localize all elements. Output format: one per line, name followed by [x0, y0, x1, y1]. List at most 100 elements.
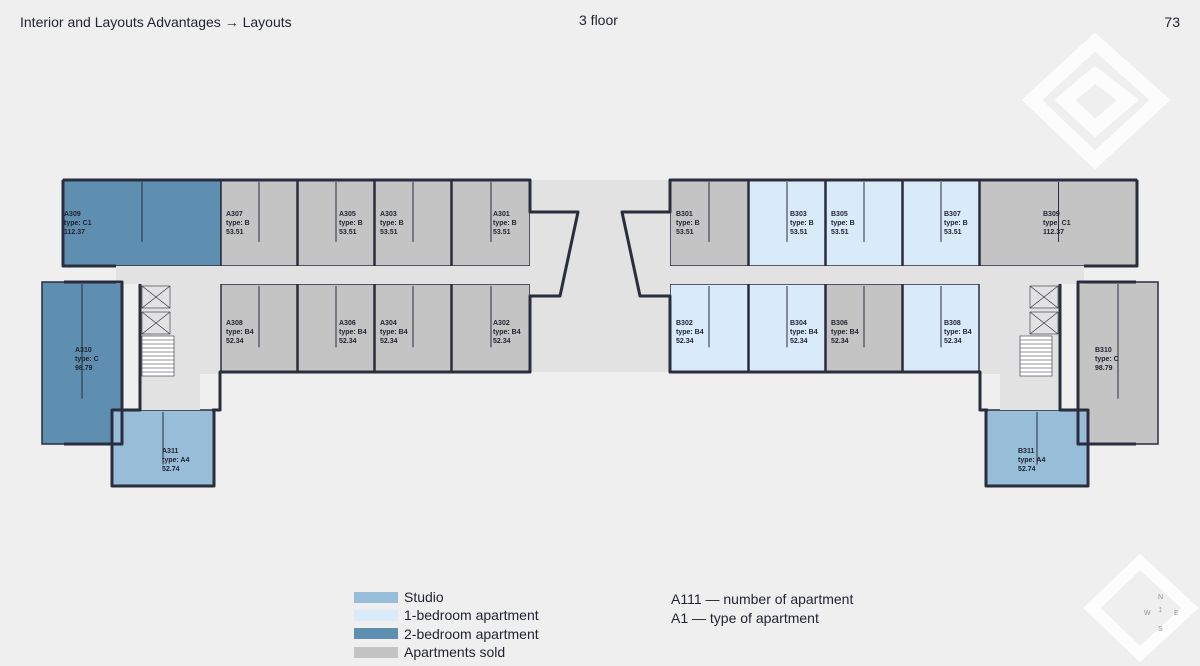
- apartment-area-value: 52.34: [226, 338, 244, 345]
- apartment-area-value: 53.51: [339, 229, 357, 236]
- apartment-number: A310: [75, 347, 92, 354]
- apartment-type: type: B: [339, 220, 363, 227]
- apartment-area-value: 52.34: [339, 338, 357, 345]
- apartment-type: type: B4: [380, 329, 408, 336]
- apartment-area-value: 52.34: [380, 338, 398, 345]
- apartment-number: B302: [676, 320, 693, 327]
- legend-label: Apartments sold: [404, 644, 506, 661]
- apartment-number: B309: [1043, 211, 1060, 218]
- apartment-a309[interactable]: A309 type: C1 112.37: [62, 179, 222, 267]
- apartment-type: type: B: [676, 220, 700, 227]
- apartment-type: type: B: [493, 220, 517, 227]
- apartment-b310[interactable]: B310 type: C 98.79: [1077, 281, 1159, 445]
- apartment-number: A307: [226, 211, 243, 218]
- apartment-area-value: 53.51: [226, 229, 244, 236]
- apartment-b302[interactable]: B302 type: B4 52.34: [669, 283, 749, 373]
- apartment-a306[interactable]: A306 type: B4 52.34: [297, 283, 375, 373]
- apartment-b309[interactable]: B309 type: C1 112.37: [979, 179, 1138, 267]
- apartment-number: B311: [1018, 448, 1034, 455]
- legend-item-sold: Apartments sold: [354, 643, 539, 661]
- apartment-type: type: B4: [493, 329, 521, 336]
- apartment-a304[interactable]: A304 type: B4 52.34: [374, 283, 452, 373]
- apartment-number: A302: [493, 320, 510, 327]
- apartment-a308[interactable]: A308 type: B4 52.34: [220, 283, 298, 373]
- apartment-number: B304: [790, 320, 807, 327]
- walls: [61, 178, 1139, 488]
- notes: A111 — number of apartment A1 — type of …: [671, 590, 853, 628]
- apartment-a310[interactable]: A310 type: C 98.79: [41, 281, 123, 445]
- apartment-type: type: C1: [64, 220, 92, 227]
- apartment-b303[interactable]: B303 type: B 53.51: [748, 179, 826, 267]
- apartment-type: type: B: [831, 220, 855, 227]
- apartment-type: type: B: [380, 220, 404, 227]
- apartment-number: B310: [1095, 347, 1112, 354]
- watermark-logo: [1021, 32, 1171, 170]
- legend-swatch: [354, 591, 398, 603]
- compass: N ↕ W E S: [1140, 594, 1180, 638]
- apartment-type: type: B: [790, 220, 814, 227]
- floor-title: 3 floor: [579, 12, 618, 28]
- apartment-area-value: 53.51: [380, 229, 398, 236]
- apartment-number: B306: [831, 320, 848, 327]
- apartment-a307[interactable]: A307 type: B 53.51: [220, 179, 298, 267]
- legend-item-studio: Studio: [354, 588, 539, 606]
- compass-n: N: [1158, 594, 1164, 601]
- apartment-a303[interactable]: A303 type: B 53.51: [374, 179, 452, 267]
- apartment-number: A303: [380, 211, 397, 218]
- apartment-type: type: C: [1095, 356, 1119, 363]
- apartment-area-value: 98.79: [1095, 365, 1113, 372]
- apartment-a311[interactable]: A311 type: A4 52.74: [111, 409, 215, 487]
- apartment-number: A309: [64, 211, 81, 218]
- stairs-right: [1019, 285, 1059, 377]
- apartment-number: A305: [339, 211, 356, 218]
- note-number: A111 — number of apartment: [671, 591, 854, 607]
- apartment-area-value: 52.34: [790, 338, 808, 345]
- apartment-number: A308: [226, 320, 243, 327]
- note-type: A1 — type of apartment: [671, 610, 819, 626]
- apartment-type: type: B4: [790, 329, 818, 336]
- apartment-type: type: B: [226, 220, 250, 227]
- legend-swatch: [354, 609, 398, 621]
- apartment-number: B307: [944, 211, 961, 218]
- apartment-area-value: 53.51: [944, 229, 962, 236]
- legend-label: 2-bedroom apartment: [404, 625, 539, 642]
- apartment-type: type: A4: [162, 457, 189, 464]
- stairs-left: [141, 285, 175, 377]
- legend-item-1-bedroom: 1-bedroom apartment: [354, 606, 539, 624]
- legend: Studio 1-bedroom apartment 2-bedroom apa…: [354, 588, 539, 661]
- apartment-number: A304: [380, 320, 397, 327]
- apartment-type: type: B4: [831, 329, 859, 336]
- apartment-type: type: B4: [339, 329, 367, 336]
- breadcrumb[interactable]: Interior and Layouts Advantages → Layout…: [20, 14, 292, 30]
- apartment-type: type: C1: [1043, 220, 1071, 227]
- apartment-area-value: 53.51: [676, 229, 694, 236]
- apartment-type: type: B4: [944, 329, 972, 336]
- watermark-logo-small: [1083, 553, 1199, 663]
- apartment-area-value: 52.34: [676, 338, 694, 345]
- apartment-area-value: 98.79: [75, 365, 93, 372]
- apartment-area-value: 53.51: [790, 229, 808, 236]
- apartment-b304[interactable]: B304 type: B4 52.34: [748, 283, 826, 373]
- apartment-number: A311: [162, 448, 178, 455]
- apartment-type: type: B4: [676, 329, 704, 336]
- apartment-a305[interactable]: A305 type: B 53.51: [297, 179, 375, 267]
- apartment-number: B303: [790, 211, 807, 218]
- legend-swatch: [354, 628, 398, 640]
- legend-item-2-bedroom: 2-bedroom apartment: [354, 625, 539, 643]
- compass-w: W: [1144, 610, 1151, 617]
- apartment-area-value: 52.74: [162, 466, 180, 473]
- apartment-area-value: 52.34: [944, 338, 962, 345]
- apartment-type: type: B4: [226, 329, 254, 336]
- apartment-type: type: C: [75, 356, 99, 363]
- apartment-number: A306: [339, 320, 356, 327]
- apartment-area-value: 112.37: [1043, 229, 1064, 236]
- apartment-area-value: 112.37: [64, 229, 85, 236]
